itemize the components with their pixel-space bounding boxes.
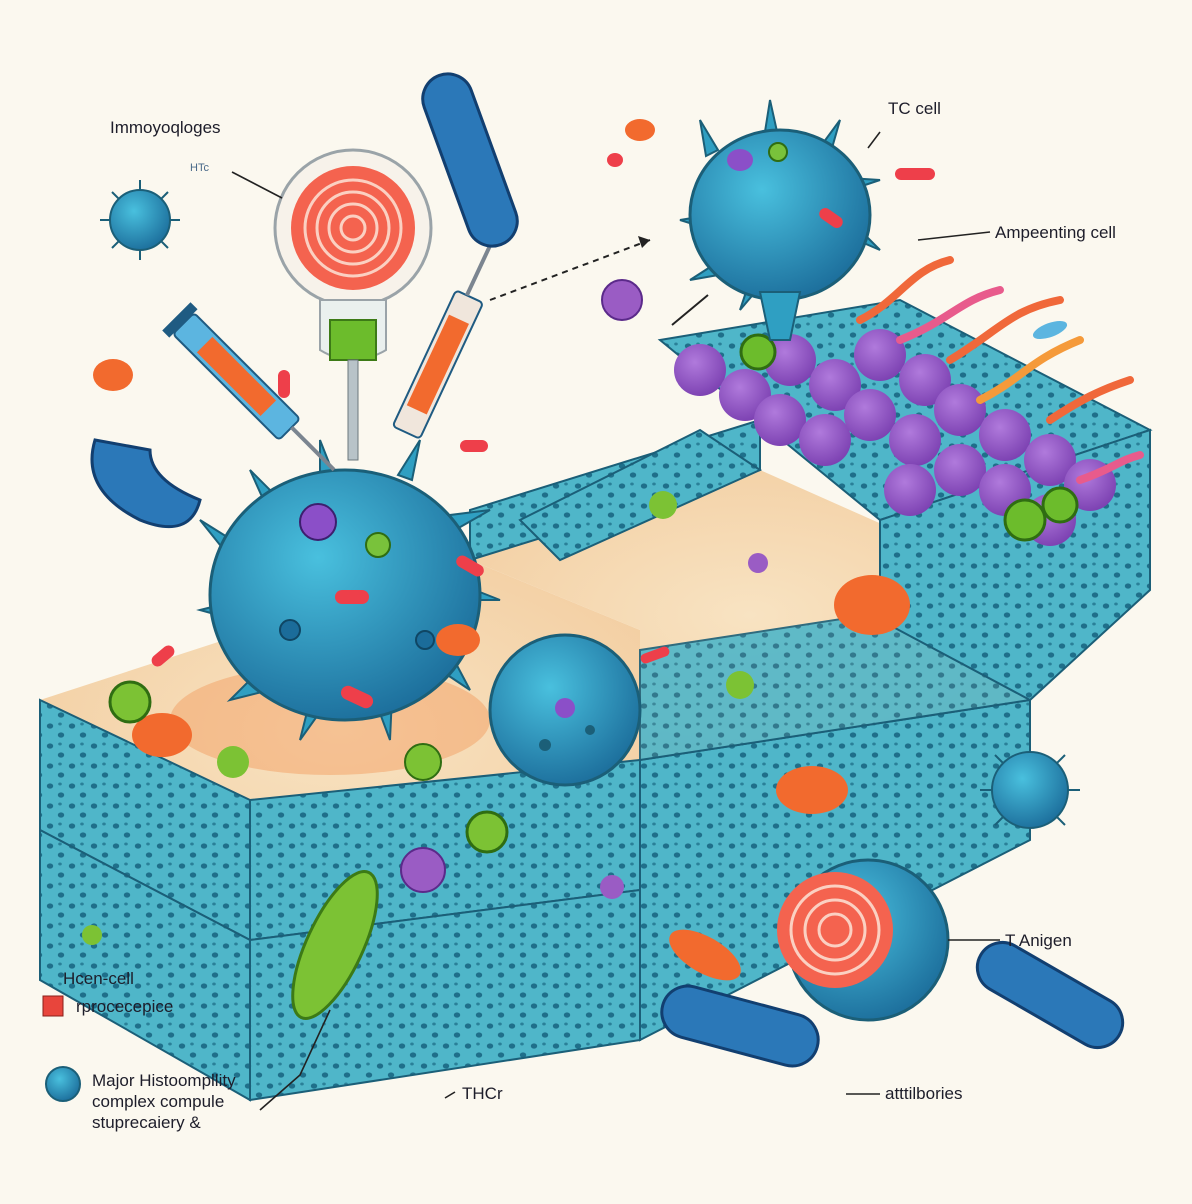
label-hcen-cell: Hcen-cell <box>63 968 134 989</box>
label-htc-small: HTc <box>190 158 209 179</box>
label-mhc: Major Histoompllity complex compule stup… <box>92 1070 236 1133</box>
legend-red-square <box>43 996 63 1016</box>
label-immunologies: Immoyoqloges <box>110 117 221 138</box>
legend-blue-circle <box>46 1067 80 1101</box>
tc-cell-spiky <box>680 100 880 340</box>
label-t-antigen: T Anigen <box>1005 930 1072 951</box>
t-antigen-cell <box>777 860 948 1020</box>
label-thcr: THCr <box>462 1083 503 1104</box>
label-tc-cell: TC cell <box>888 98 941 119</box>
label-apc-cell: Ampeenting cell <box>995 222 1116 243</box>
label-antibodies: atttilbories <box>885 1083 962 1104</box>
t-cell-center <box>490 635 640 785</box>
label-procepcipe: rprocecepice <box>76 996 173 1017</box>
